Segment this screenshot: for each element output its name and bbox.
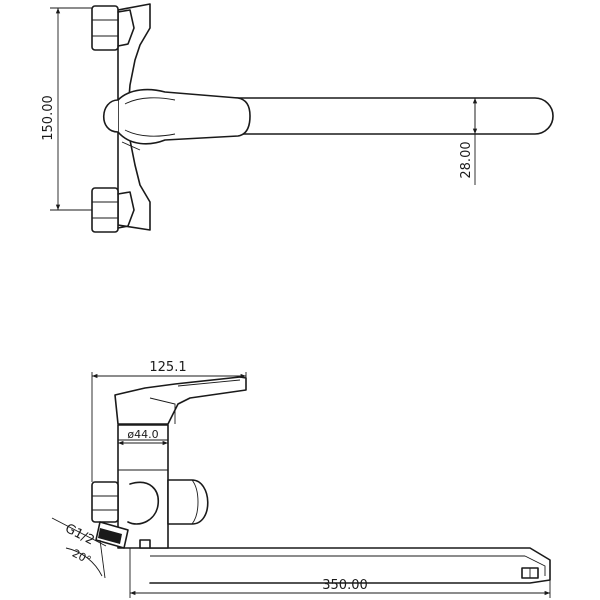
front-nut — [91, 481, 119, 523]
front-handle-lever — [114, 376, 247, 425]
top-upper-nut — [91, 5, 135, 51]
dim-angle: 20° — [70, 547, 93, 567]
front-switch-knob — [167, 479, 209, 525]
dim-spout-dia: 28.00 — [459, 141, 474, 178]
dim-top-height: 150.00 — [41, 95, 56, 141]
dim-thread: G1/2 — [62, 521, 96, 548]
dim-spout-length: 350.00 — [322, 578, 368, 593]
top-handle-lever — [117, 88, 251, 145]
top-view: 150.00 28.00 — [41, 3, 554, 233]
front-spout — [149, 547, 551, 584]
dim-body-dia: ø44.0 — [127, 428, 158, 441]
top-spout — [149, 97, 554, 135]
top-lower-nut — [91, 187, 135, 233]
dim-handle-width: 125.1 — [149, 360, 186, 375]
top-knob — [103, 99, 119, 133]
front-view: 125.1 ø44.0 G1/2 20° 350.00 — [51, 360, 551, 598]
